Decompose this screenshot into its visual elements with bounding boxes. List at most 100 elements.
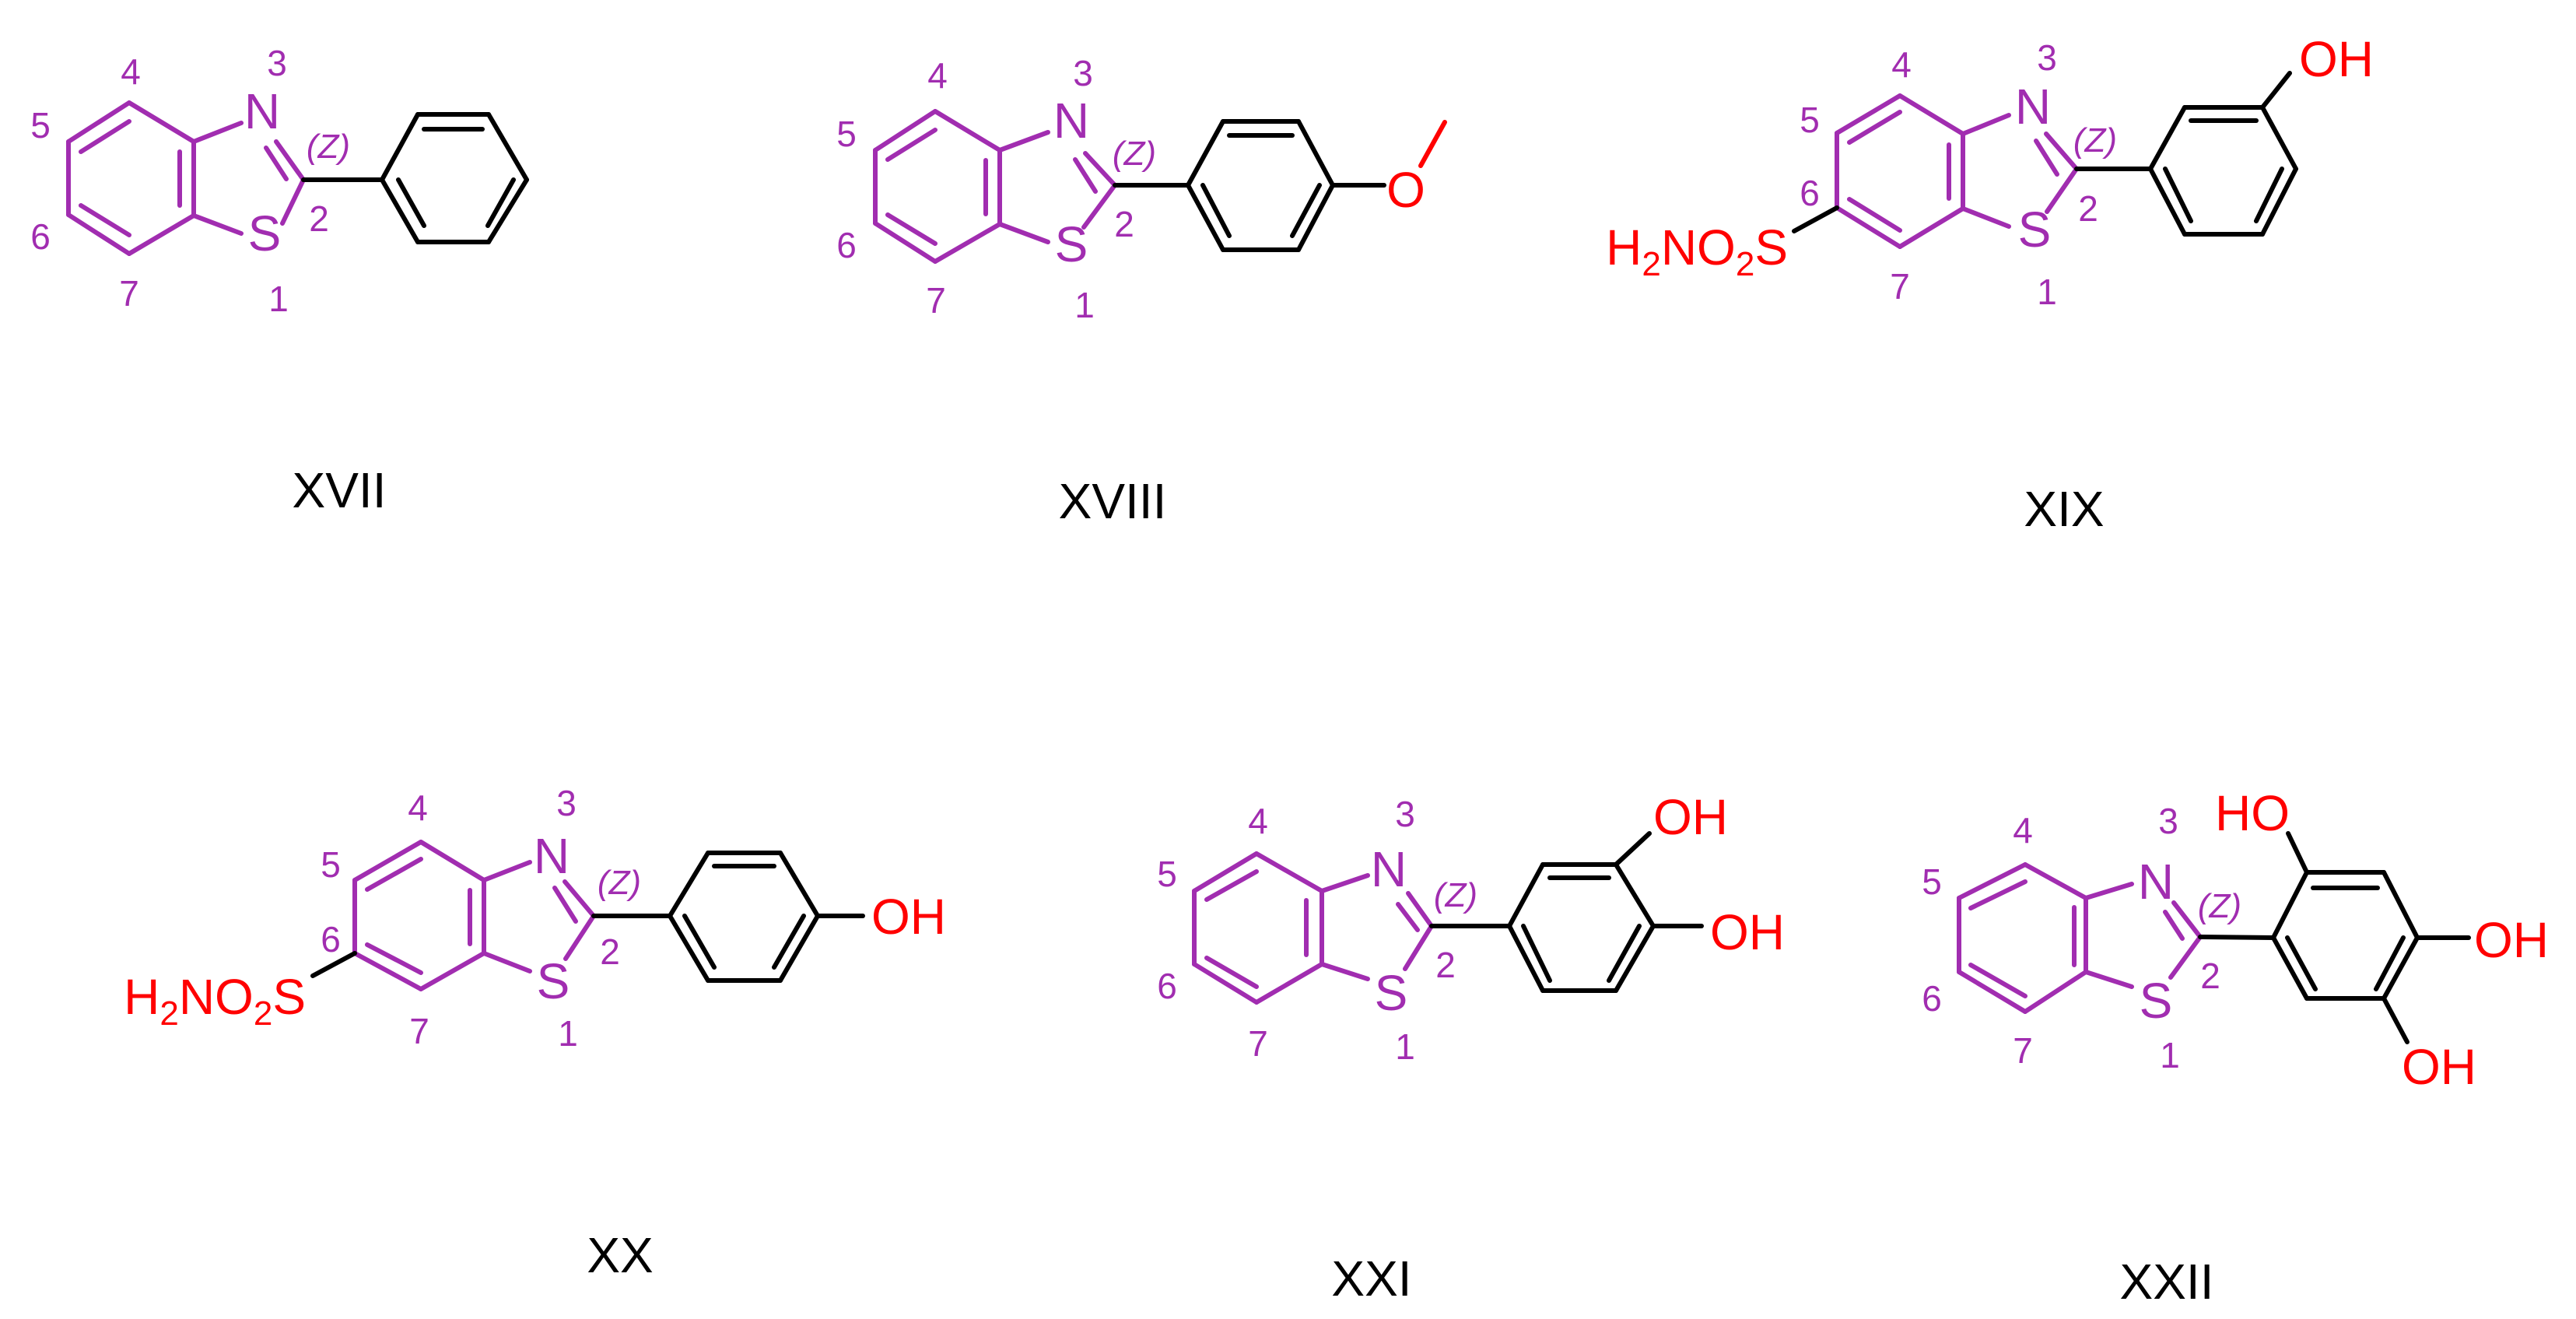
substituent-group: HO	[2215, 785, 2290, 841]
scaffold-bond	[419, 840, 486, 882]
ring-position-number: 7	[2013, 1030, 2033, 1071]
scaffold-bond	[1835, 205, 1902, 249]
atom-s: S	[537, 953, 570, 1009]
scaffold-bond	[2084, 882, 2134, 900]
methyl-bond	[1418, 120, 1447, 168]
ring-position-number: 5	[321, 844, 341, 885]
ring-position-number: 1	[2037, 272, 2057, 312]
scaffold-bond	[66, 100, 131, 144]
aryl-bond	[2198, 935, 2276, 940]
scaffold-bond	[997, 222, 1050, 244]
ring-position-number: 2	[2078, 188, 2098, 229]
ring-position-number: 2	[1435, 945, 1456, 985]
aryl-bond	[668, 914, 710, 983]
ring-position-number: 4	[408, 788, 428, 828]
scaffold-bond	[2023, 970, 2088, 1014]
scaffold-bond	[1957, 862, 2028, 900]
scaffold-bond	[79, 119, 131, 154]
scaffold-bond	[2045, 167, 2079, 214]
aryl-bond	[1296, 183, 1335, 252]
aryl-bond	[2260, 71, 2292, 110]
ring-position-number: 7	[409, 1011, 429, 1051]
ring-position-number: 7	[926, 280, 946, 321]
stereo-descriptor: (Z)	[307, 128, 350, 166]
ring-position-number: 3	[1073, 53, 1093, 93]
aryl-bond	[2285, 935, 2318, 991]
atom-n: N	[244, 83, 280, 139]
scaffold-bond	[2034, 139, 2059, 177]
substituent-group: OH	[871, 889, 946, 945]
substituent-group: OH	[2299, 31, 2374, 87]
scaffold-bond	[1254, 851, 1324, 893]
scaffold-bond	[79, 203, 131, 237]
ring-position-number: 1	[1074, 285, 1095, 325]
aryl-bond	[380, 112, 420, 182]
aryl-bond	[2260, 105, 2298, 171]
scaffold-bond	[563, 879, 596, 918]
ring-position-number: 6	[321, 919, 341, 959]
scaffold-bond	[1961, 206, 2011, 229]
scaffold-bond	[1403, 924, 1434, 971]
aryl-bond	[1614, 862, 1656, 928]
scaffold-bond	[1898, 206, 1965, 249]
scaffold-bond	[885, 212, 938, 246]
scaffold-bond	[191, 121, 244, 144]
scaffold-bond	[997, 130, 1050, 153]
ring-position-number: 2	[1114, 204, 1134, 244]
aryl-bond	[682, 914, 717, 970]
ring-position-number: 4	[1891, 44, 1912, 85]
substituent-group: OH	[1710, 904, 1785, 960]
ring-position-number: 5	[30, 105, 51, 146]
scaffold-bond	[1396, 902, 1420, 932]
scaffold-bond	[563, 914, 596, 961]
scaffold-bond	[280, 177, 306, 226]
aryl-bond	[2254, 167, 2284, 223]
scaffold-bond	[1081, 183, 1117, 230]
aryl-bond	[1507, 924, 1545, 993]
ring-position-number: 1	[558, 1013, 578, 1054]
scaffold-bond	[2171, 900, 2203, 939]
scaffold-bond	[1847, 110, 1902, 145]
ring-position-number: 4	[2013, 810, 2033, 851]
atom-n: N	[2015, 79, 2051, 135]
scaffold-bond	[2023, 862, 2088, 900]
compound-label: XXII	[2120, 1254, 2214, 1310]
ring-position-number: 1	[1395, 1026, 1415, 1067]
scaffold-bond	[191, 213, 244, 236]
scaffold-bond	[2084, 970, 2134, 989]
ring-position-number: 2	[2200, 956, 2220, 996]
ring-position-number: 3	[556, 783, 577, 823]
scaffold-bond	[1083, 151, 1117, 188]
aryl-bond	[1290, 183, 1322, 238]
aryl-bond	[485, 177, 516, 228]
ring-position-number: 5	[1922, 861, 1942, 902]
ring-position-number: 5	[1800, 100, 1820, 140]
ring-position-number: 1	[268, 279, 289, 319]
scaffold-bond	[2168, 935, 2203, 980]
ring-position-number: 2	[309, 198, 329, 239]
scaffold-bond	[1835, 93, 1902, 135]
compound-label: XIX	[2024, 481, 2104, 537]
aryl-bond	[772, 914, 806, 970]
scaffold-bond	[1204, 869, 1259, 902]
scaffold-bond	[419, 951, 486, 991]
substituent-group: OH	[2402, 1039, 2476, 1095]
aryl-bond	[2271, 870, 2309, 940]
ring-position-number: 5	[1157, 854, 1177, 894]
aryl-bond	[1186, 183, 1225, 252]
aryl-bond	[1607, 924, 1642, 983]
aryl-bond	[2260, 167, 2298, 237]
scaffold-bond	[552, 886, 578, 924]
scaffold-bond	[274, 139, 306, 182]
aryl-bond	[668, 851, 710, 918]
atom-s: S	[248, 205, 282, 261]
ring-position-number: 6	[1922, 978, 1942, 1019]
compound-label: XVIII	[1059, 473, 1167, 529]
aryl-bond	[2374, 935, 2406, 991]
scaffold-bond	[1320, 873, 1370, 893]
aryl-bond	[1200, 183, 1232, 238]
stereo-descriptor: (Z)	[1434, 876, 1477, 914]
